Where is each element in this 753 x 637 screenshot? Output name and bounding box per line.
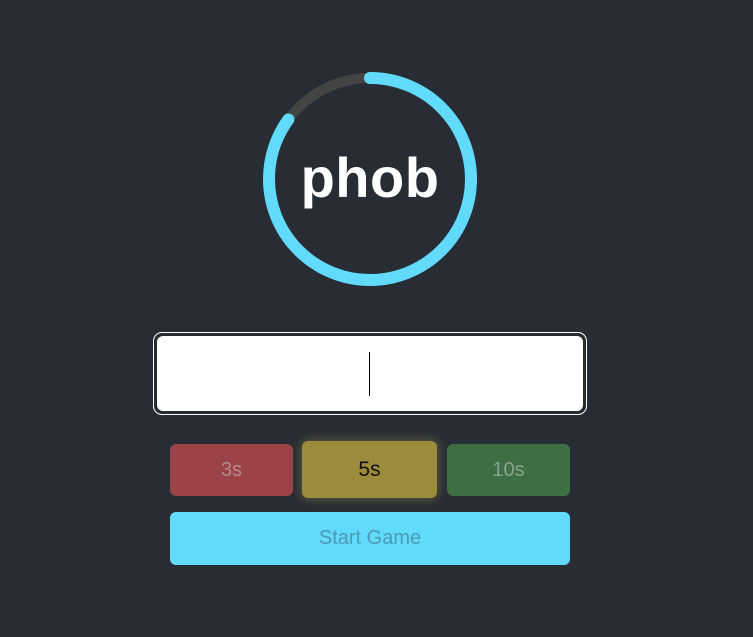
countdown-ring (263, 72, 477, 286)
scrambled-word: phob (300, 146, 440, 209)
answer-input[interactable] (156, 335, 584, 412)
start-game-button[interactable]: Start Game (170, 512, 570, 565)
countdown-ring-progress (263, 72, 477, 286)
text-caret (369, 352, 370, 396)
duration-3s-button[interactable]: 3s (170, 444, 293, 496)
duration-10s-button[interactable]: 10s (447, 444, 570, 496)
duration-5s-button[interactable]: 5s (302, 441, 437, 498)
answer-input-frame (153, 332, 587, 415)
